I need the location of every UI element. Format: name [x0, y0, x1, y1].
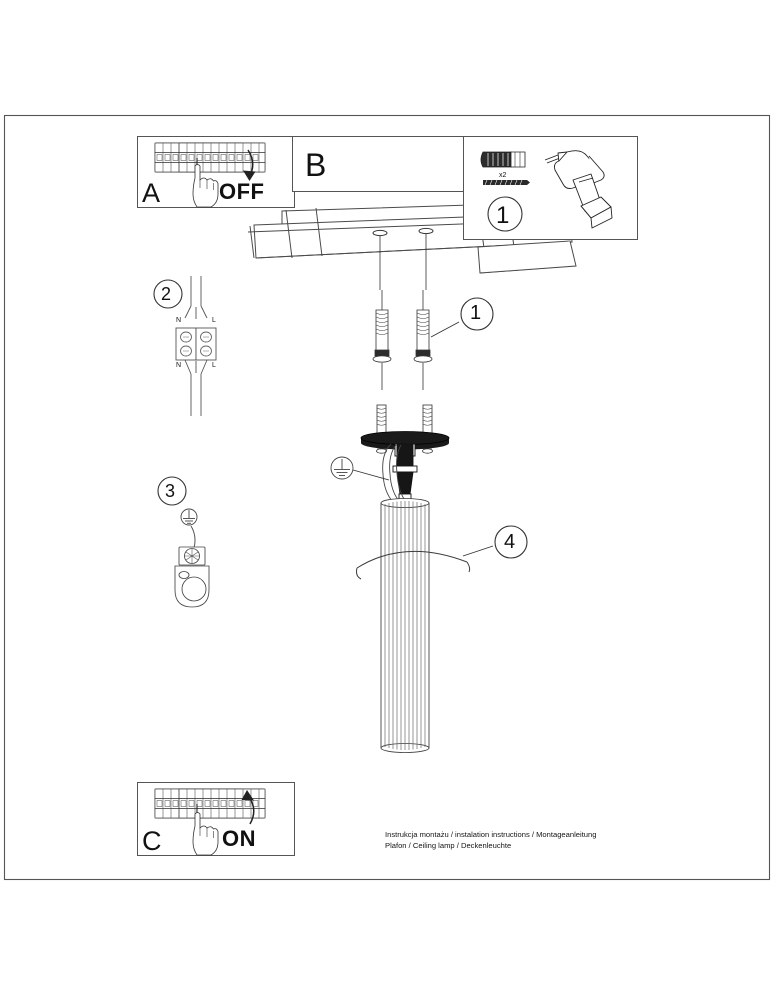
panel-a-switch-off: A OFF: [137, 136, 295, 208]
drill-hole-right: [418, 227, 434, 235]
footer-line-2: Plafon / Ceiling lamp / Deckenleuchte: [385, 841, 512, 851]
panel-a-action-label: OFF: [219, 179, 265, 204]
tools-quantity-label: x2: [499, 172, 507, 179]
power-drill-icon: [544, 150, 613, 229]
arrow-head: [243, 170, 256, 181]
earth-ground-symbol-lamp: [330, 456, 354, 480]
tools-graphic: [463, 136, 638, 240]
earth-wire: [190, 525, 196, 549]
step-badge-3-number: 3: [165, 481, 176, 501]
lamp-assembly: [330, 404, 528, 753]
lamp-socket-icon: [174, 546, 210, 608]
step-badge-1-circle: [487, 196, 523, 232]
callout-4-circle: [494, 525, 528, 559]
step-badge-1-number: 1: [496, 202, 510, 229]
pointing-hand-icon: [192, 164, 219, 208]
panel-c-action-label: ON: [222, 826, 256, 851]
mounting-screws-group: [372, 290, 494, 390]
panel-a-graphic: [137, 136, 295, 208]
step-badge-2-number: 2: [161, 284, 172, 304]
step-badge-2-circle: [153, 279, 183, 309]
footer-caption: Instrukcja montażu / instalation instruc…: [385, 829, 635, 852]
terminal-label-n-bottom: N: [176, 362, 182, 369]
callout-4-arc: [356, 550, 468, 569]
callout-1-circle: [460, 297, 494, 331]
screw-right: [413, 290, 433, 390]
earth-leader-line: [352, 469, 390, 481]
screw-icon: [483, 179, 530, 186]
wall-plug-icon: [480, 151, 526, 168]
screw-left: [372, 290, 392, 390]
terminal-block-body: [175, 327, 217, 361]
terminal-label-l-bottom: L: [212, 362, 216, 369]
panel-c-graphic: [137, 782, 295, 856]
pointing-hand-icon: [192, 812, 219, 856]
step-3-socket: 3: [157, 474, 267, 609]
circuit-breaker-panel: [154, 142, 266, 178]
callout-4-number: 4: [504, 531, 516, 553]
panel-b-ceiling: B: [292, 136, 465, 192]
earth-ground-symbol: [180, 508, 198, 526]
terminal-label-n-top: N: [176, 317, 182, 324]
step-2-terminal-block: 2 N L N L: [152, 276, 262, 426]
callout-4-leader: [462, 545, 494, 557]
callout-1-leader: [430, 321, 460, 338]
footer-line-1: Instrukcja montażu / instalation instruc…: [385, 830, 597, 839]
panel-c-switch-on: C ON: [137, 782, 295, 856]
panel-b-letter: B: [305, 147, 327, 183]
step-2-graphic: [153, 276, 217, 416]
panel-a-letter: A: [142, 178, 161, 208]
arrow-head: [241, 790, 254, 801]
panel-c-letter: C: [142, 826, 162, 856]
panel-tools-step-1: x2 1: [463, 136, 638, 240]
lamp-shade-flutes: [384, 501, 426, 750]
terminal-label-l-top: L: [212, 317, 216, 324]
step-3-graphic: [157, 476, 210, 608]
drill-hole-left: [372, 229, 388, 237]
callout-1-number: 1: [470, 302, 482, 324]
panel-b-frame: [292, 136, 465, 192]
step-badge-3-circle: [157, 476, 187, 506]
